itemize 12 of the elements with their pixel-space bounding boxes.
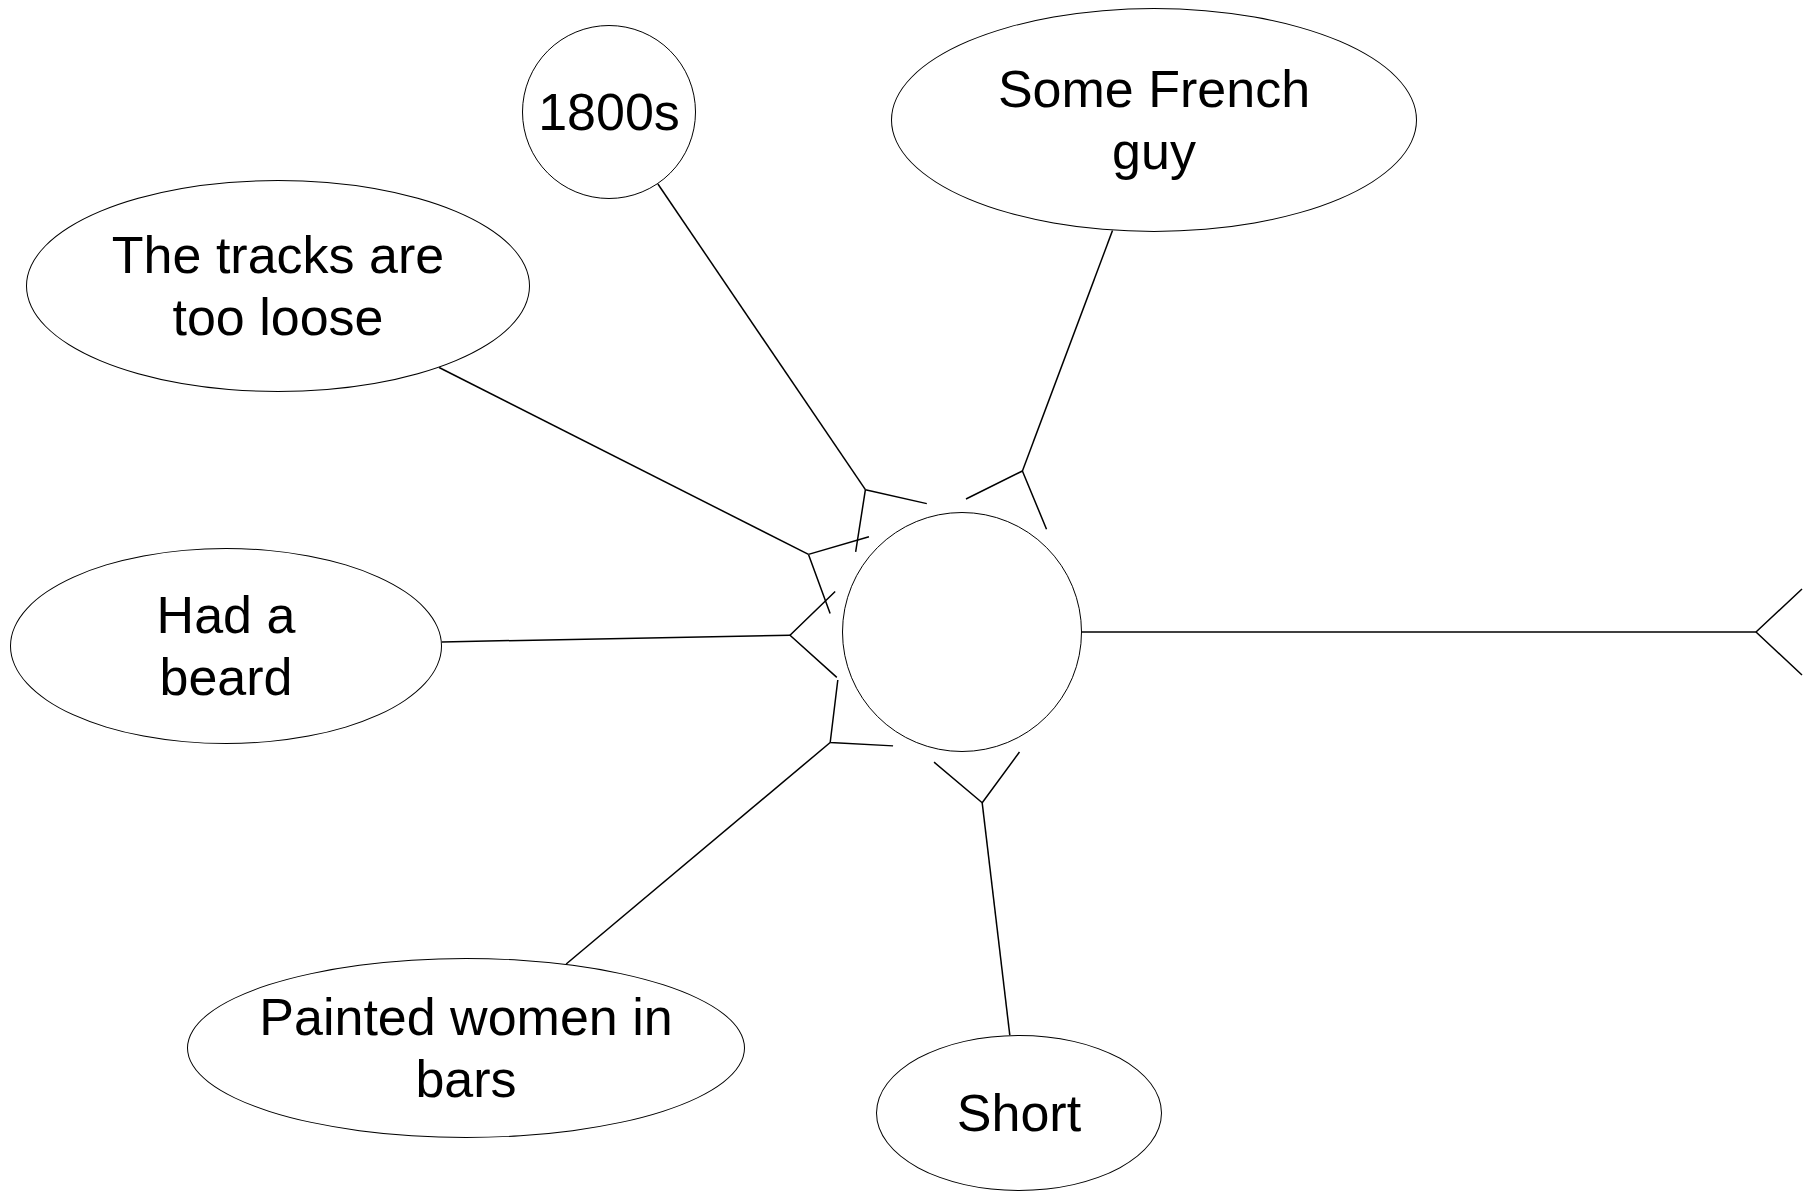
node-label: 1800s: [538, 81, 680, 143]
connector-line: [657, 183, 928, 553]
connector-line: [438, 366, 870, 615]
connector-line: [933, 751, 1021, 1036]
connector-line: [441, 590, 838, 679]
node-label: Painted women in bars: [258, 986, 674, 1110]
node-label: Some French guy: [996, 58, 1312, 182]
connector-line: [565, 679, 894, 965]
connector-line: [1081, 588, 1803, 676]
node-label: Had a beard: [155, 584, 297, 708]
node-label: Short: [956, 1082, 1082, 1144]
node-label: The tracks are too loose: [110, 224, 446, 348]
